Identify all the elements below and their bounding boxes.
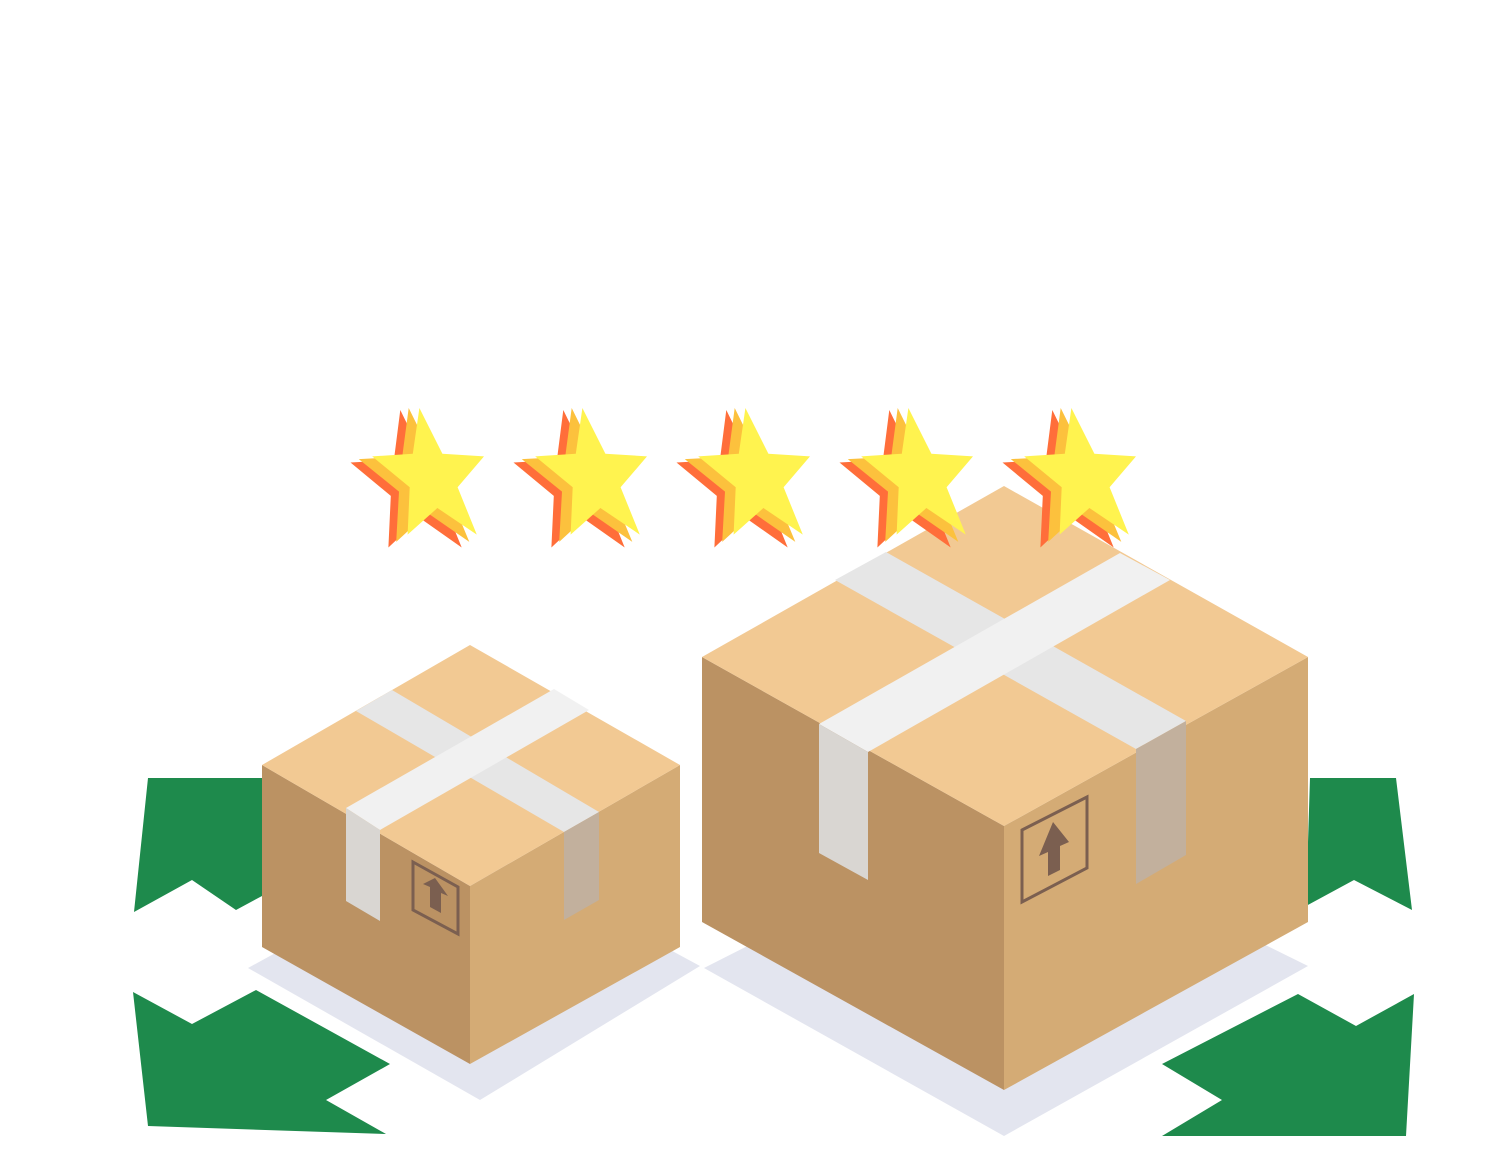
star-icon [513, 408, 647, 548]
star-face [1024, 408, 1136, 535]
rating-stars [350, 408, 1136, 548]
arrow-top-right-icon [1306, 778, 1412, 910]
arrow-bottom-left-icon [133, 990, 390, 1134]
small-cardboard-box [262, 645, 680, 1064]
large-box-tape-right [1136, 721, 1186, 884]
arrow-bottom-right-icon [1162, 994, 1414, 1136]
arrows [133, 778, 1414, 1136]
star-icon [350, 408, 484, 548]
arrow-top-left-icon [134, 778, 262, 912]
this-side-up-icon [1020, 794, 1089, 905]
large-box-tape-left [819, 724, 868, 880]
this-side-up-icon [411, 859, 460, 937]
small-box-left-face [262, 765, 470, 1064]
star-face [535, 408, 647, 535]
star-icon [839, 408, 973, 548]
small-box-right-face [470, 765, 680, 1064]
small-box-tape-left [346, 808, 380, 921]
star-face [861, 408, 973, 535]
star-face [698, 408, 810, 535]
large-box-right-face [1004, 657, 1308, 1090]
small-box-tape-right [564, 812, 599, 920]
star-icon [676, 408, 810, 548]
star-icon [1002, 408, 1136, 548]
large-cardboard-box [702, 486, 1308, 1090]
large-box-tape-top-b [819, 553, 1170, 752]
large-box-left-face [702, 657, 1004, 1090]
star-face [372, 408, 484, 535]
small-box-tape-top-b [346, 689, 589, 830]
